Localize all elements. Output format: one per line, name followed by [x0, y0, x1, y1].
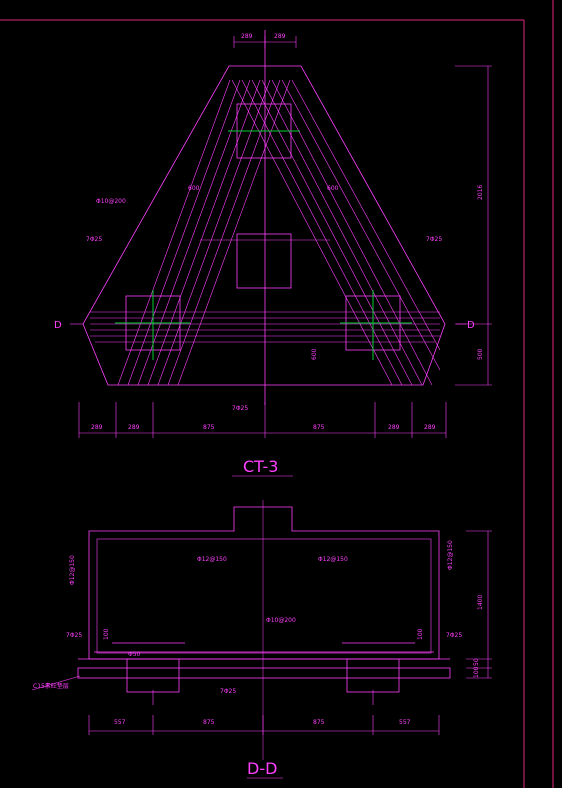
rebar-diag-left: [117, 79, 441, 386]
section-rebar-cage: [96, 538, 432, 654]
plan-view: [82, 30, 446, 405]
plan-title: CT-3: [243, 457, 278, 476]
plan-label-stirrup: Φ10@200: [96, 198, 126, 205]
plan-green-marks: [115, 130, 412, 360]
plan-section-marker-left: D: [54, 320, 62, 331]
section-label-bottom-right: 7Φ25: [446, 632, 462, 639]
plan-dim-right-1: 2016: [477, 185, 484, 200]
section-dim-1: 557: [114, 719, 126, 726]
plan-text: 289 289 289 289 875 875 289 289 2016 500…: [54, 33, 484, 476]
section-cushion: [77, 667, 451, 679]
plan-label-right-bars: 7Φ25: [426, 236, 442, 243]
section-label-pile-embed: Φ50: [128, 651, 141, 658]
section-cap-outline: [88, 506, 440, 660]
section-view: [31, 500, 492, 779]
section-dim-right-3: 100: [473, 666, 480, 678]
plan-dim-bottom-6: 289: [424, 424, 436, 431]
plan-dim-bottom-4: 875: [313, 424, 325, 431]
section-label-top-left: Φ12@150: [197, 556, 227, 563]
plan-label-pile-offset: 600: [311, 348, 318, 360]
plan-dim-top-1: 289: [241, 33, 253, 40]
plan-dim-bottom-3: 875: [203, 424, 215, 431]
section-dim-2: 875: [203, 719, 215, 726]
plan-label-diag-right: 600: [327, 185, 339, 192]
plan-section-marker-right: D: [467, 320, 475, 331]
plan-label-diag-left: 600: [188, 185, 200, 192]
section-pile-left: [126, 658, 180, 693]
section-dim-right-1: 1400: [477, 595, 484, 610]
plan-label-left-bars: 7Φ25: [86, 236, 102, 243]
section-dim-4: 557: [399, 719, 411, 726]
section-dim-right-2: 50: [473, 658, 480, 666]
section-title: D-D: [247, 759, 277, 778]
section-pile-right: [346, 658, 400, 693]
section-label-side-left: Φ12@150: [69, 555, 76, 585]
plan-dim-top-2: 289: [274, 33, 286, 40]
plan-dim-right-2: 500: [477, 348, 484, 360]
plan-dim-bottom-5: 289: [388, 424, 400, 431]
section-label-cushion: C15素砼垫层: [33, 682, 69, 690]
plan-dimensions: [70, 36, 492, 477]
pile-cap-outline: [82, 65, 446, 386]
plan-label-bottom-bars: 7Φ25: [232, 405, 248, 412]
section-text: 557 875 875 557 1400 50 100 C15素砼垫层 Φ12@…: [33, 540, 484, 778]
section-dim-3: 875: [313, 719, 325, 726]
section-label-cover-left: 100: [103, 628, 110, 640]
plan-dim-bottom-2: 289: [128, 424, 140, 431]
pile-center: [236, 233, 292, 289]
section-label-bottom-left: 7Φ25: [66, 632, 82, 639]
section-label-bottom-mid: 7Φ25: [220, 688, 236, 695]
section-label-stirrup: Φ10@200: [266, 617, 296, 624]
section-label-side-right: Φ12@150: [447, 540, 454, 570]
plan-dim-bottom-1: 289: [91, 424, 103, 431]
section-label-top-right: Φ12@150: [318, 556, 348, 563]
section-label-cover-right: 100: [417, 628, 424, 640]
